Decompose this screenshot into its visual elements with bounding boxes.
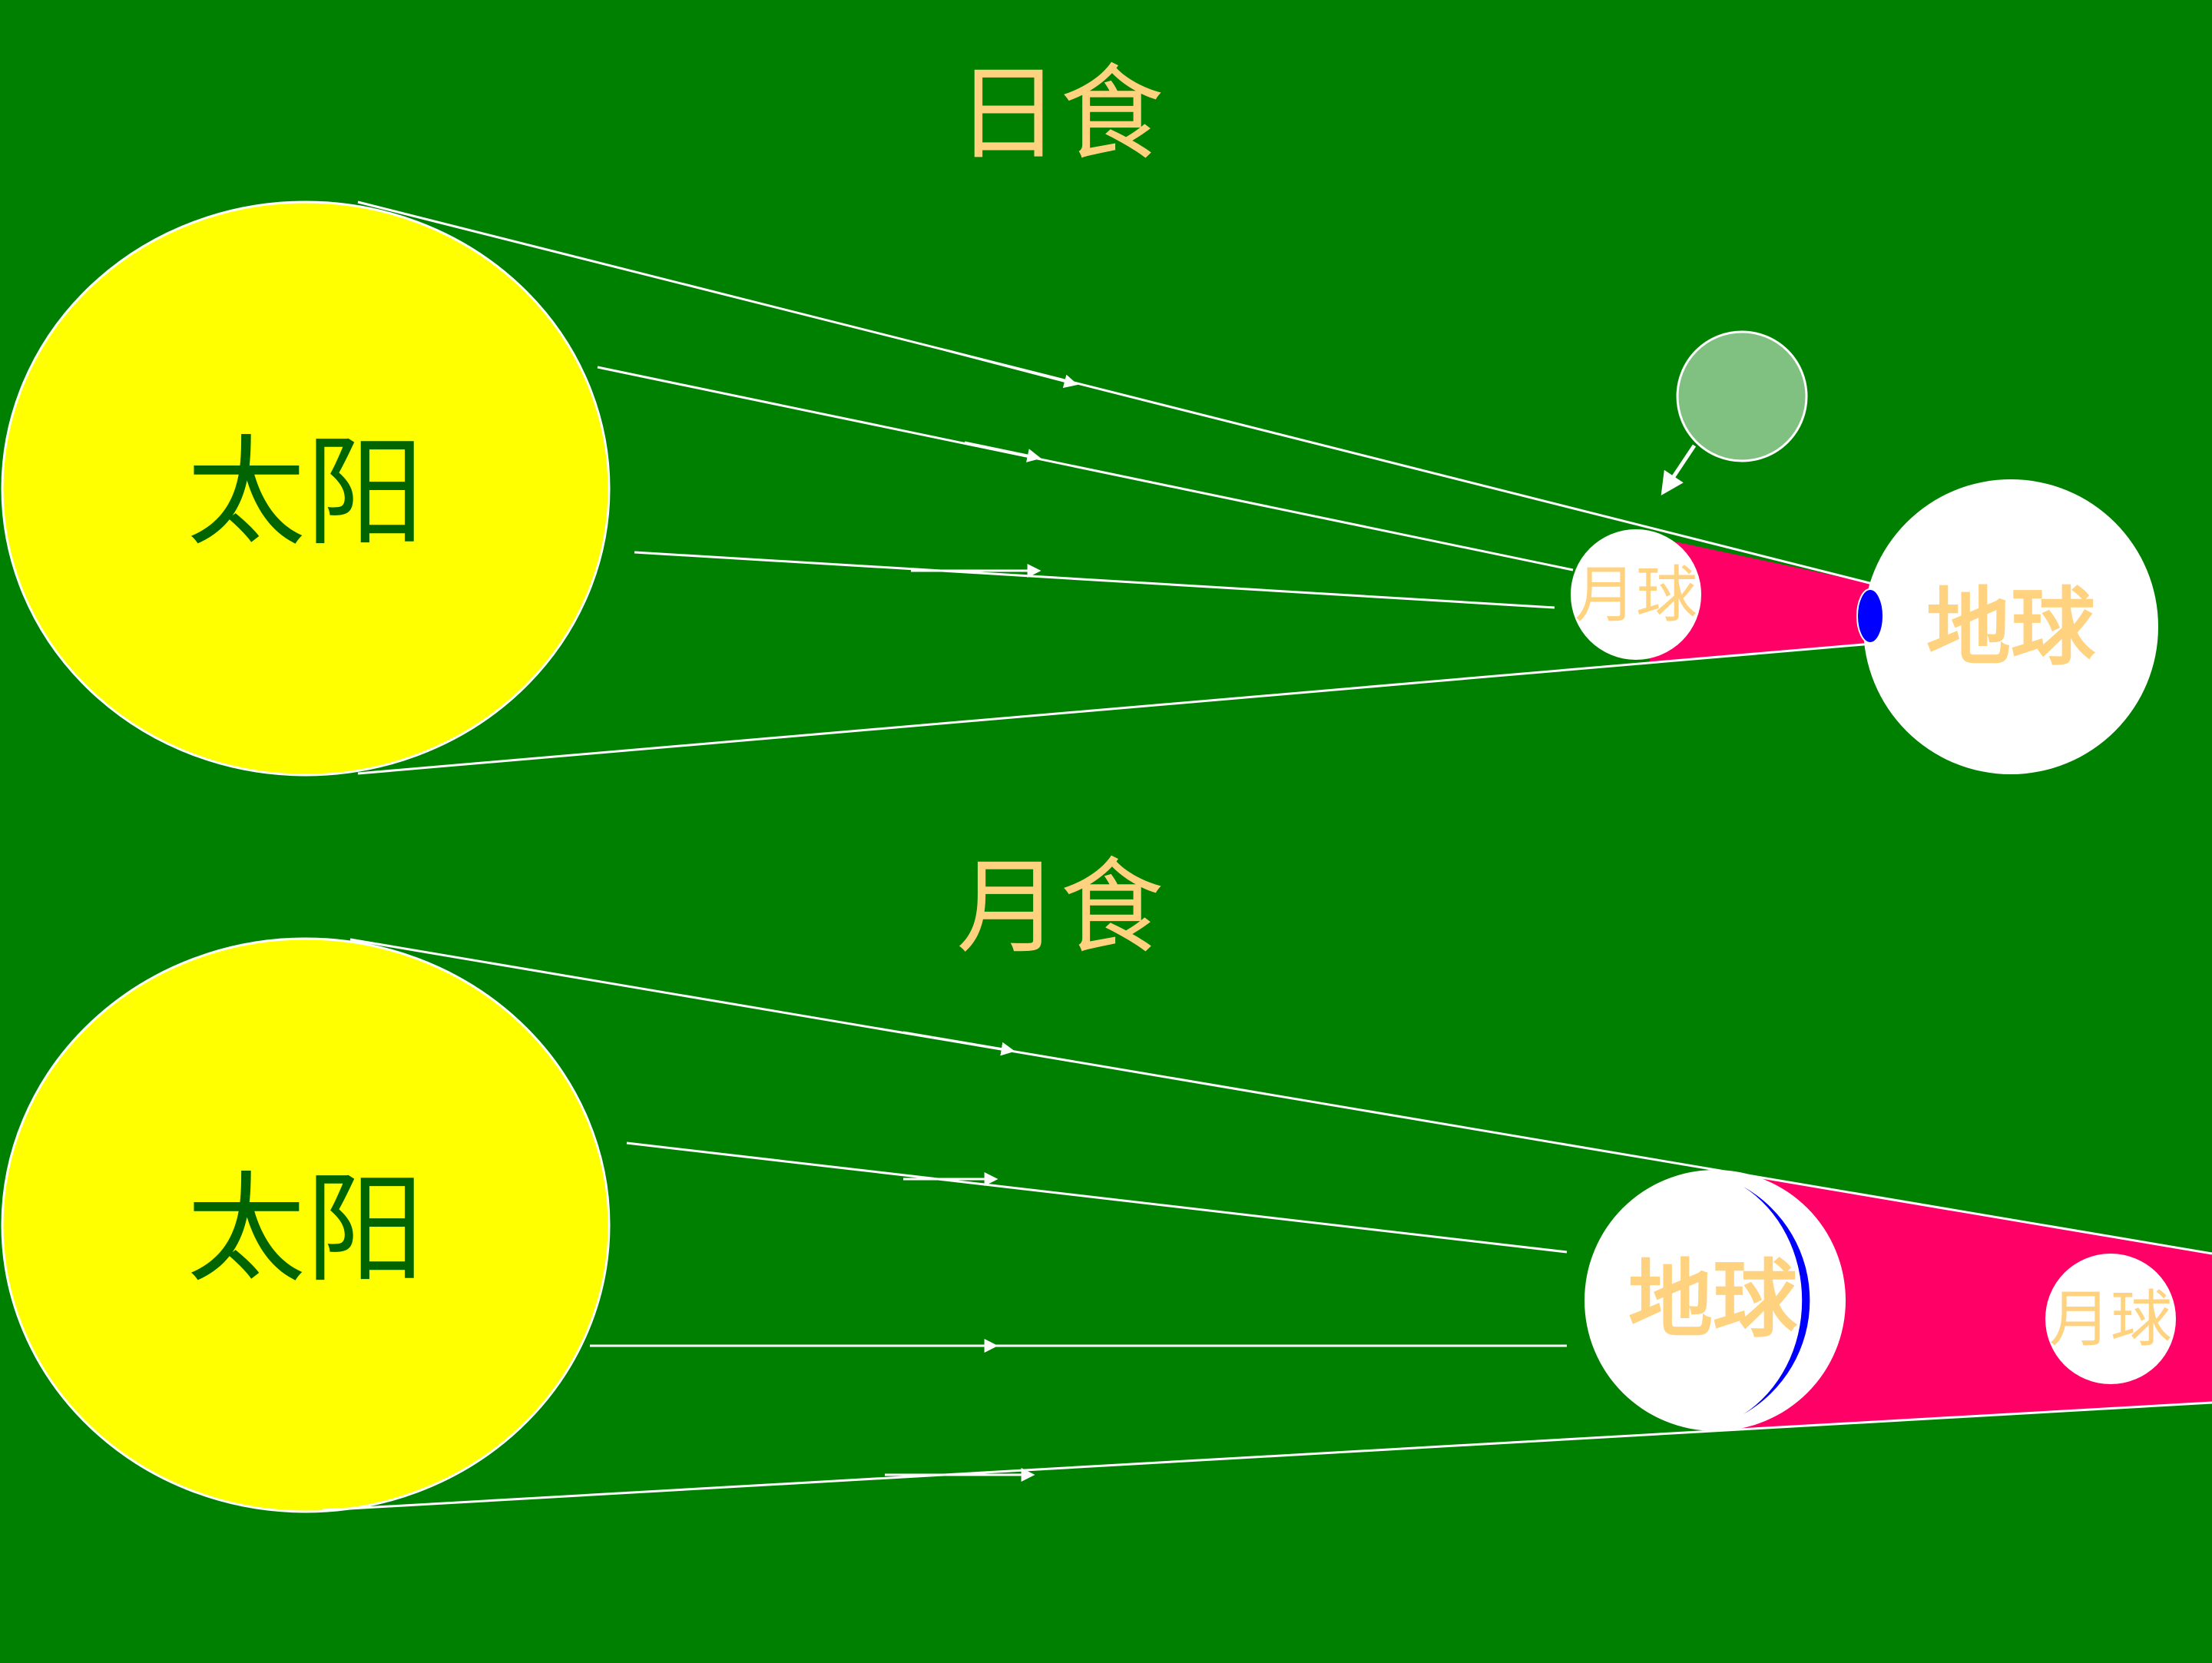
moon-previous-position: [1676, 330, 1808, 462]
moon-solar: [1571, 529, 1701, 660]
lunar-eclipse-title: 月食: [956, 847, 1164, 968]
earth-lunar: [1584, 1170, 1846, 1431]
sun-label-solar: 太阳: [187, 423, 425, 562]
ray-arrow-solar-2: [964, 441, 1041, 462]
moon-shadow-cone: [1650, 536, 1873, 662]
ray-solar-4: [357, 642, 1873, 775]
earth-label-solar: 地球: [1926, 578, 2096, 677]
ray-solar-1: [357, 200, 1873, 585]
umbra-spot-earth: [1856, 588, 1884, 644]
ray-lunar-2: [626, 1141, 1568, 1254]
ray-lunar-4: [322, 1401, 2212, 1512]
solar-eclipse-section: 日食 太阳 月球 地球: [1, 54, 2158, 777]
ray-solar-2: [597, 366, 1574, 571]
ray-solar-3: [634, 551, 1555, 609]
ray-arrow-solar-1: [945, 349, 1078, 389]
earth-night-side: [1743, 1187, 1810, 1414]
sun-lunar: [1, 937, 611, 1513]
earth-label-lunar: 地球: [1628, 1250, 1798, 1349]
moon-motion-arrow: [1661, 444, 1697, 495]
earth-solar: [1863, 479, 2158, 774]
ray-arrow-lunar-1: [902, 1031, 1015, 1056]
sun-label-lunar: 太阳: [187, 1160, 425, 1299]
solar-eclipse-title: 日食: [956, 54, 1164, 174]
ray-lunar-1: [349, 938, 2212, 1255]
moon-label-lunar: 月球: [2049, 1284, 2172, 1355]
sun-solar: [1, 200, 611, 777]
moon-lunar: [2045, 1254, 2176, 1384]
moon-label-solar: 月球: [1575, 559, 1697, 631]
lunar-eclipse-section: 月食 太阳 地球 月球: [1, 847, 2212, 1513]
